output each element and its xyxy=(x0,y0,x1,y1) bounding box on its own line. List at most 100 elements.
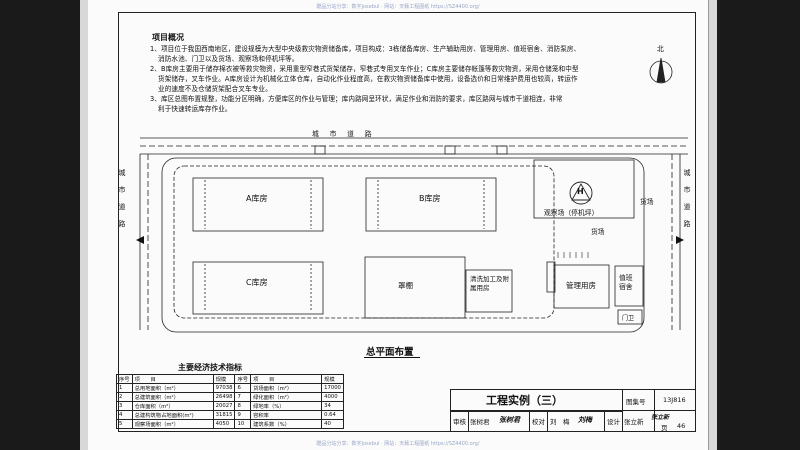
table-cell: 容积率 xyxy=(250,410,323,420)
table-cell: 40 xyxy=(321,419,344,429)
description-line: 货架储存，叉车作业。A库房设计为机械化立体仓库，自动化作业程度高，在救灾物资储备… xyxy=(158,75,578,83)
title-block: 工程实例（三） 图集号 13J816 审核 张树君 张树君 校对 刘 梅 刘梅 … xyxy=(450,389,695,432)
helipad-symbol: H xyxy=(577,187,584,196)
table-row: 5 观察场面积（m²） 4050 10 建筑系数（%） 40 xyxy=(116,419,344,429)
table-cell: 26498 xyxy=(212,392,236,402)
description-line: 利于快速转运库存作业。 xyxy=(158,105,232,113)
left-road-label: 城市道路 xyxy=(118,169,126,228)
canopy-label: 罩棚 xyxy=(398,281,413,290)
table-cell: 0.64 xyxy=(321,410,344,420)
canopy xyxy=(364,256,466,319)
gate xyxy=(314,145,326,155)
cleaning-building xyxy=(465,269,513,313)
watermark-top: 酷品分站分享：数字Josebul · 网站：天籁工程图纸 https://SZ4… xyxy=(316,4,480,10)
header-cell: 序号 xyxy=(116,374,133,384)
book-right-edge xyxy=(708,0,717,450)
table-cell: 1 xyxy=(116,383,133,393)
index-table: 序号 项 目 规模 序号 项 目 规模 1 总用地面积（m²） 97038 6 … xyxy=(116,374,344,429)
description-title: 项目概况 xyxy=(152,33,184,42)
right-road-label: 城市道路 xyxy=(683,169,691,228)
helipad-label: 观察场（停机坪） xyxy=(544,209,599,217)
header-cell: 序号 xyxy=(234,374,252,384)
table-cell: 9 xyxy=(234,410,252,420)
drawing-frame xyxy=(118,12,696,432)
table-cell: 8 xyxy=(234,401,252,411)
table-cell: 观察场面积（m²） xyxy=(131,419,214,429)
table-cell: 4 xyxy=(116,410,133,420)
plan-title-underline xyxy=(364,357,420,358)
table-row: 4 总建构筑物占地面积(m²) 31815 9 容积率 0.64 xyxy=(116,410,344,420)
warehouse-a-label: A库房 xyxy=(246,194,268,203)
site-boundary xyxy=(161,157,645,333)
table-cell: 4000 xyxy=(321,392,344,402)
management-building-label: 管理用房 xyxy=(566,281,596,290)
atlas-label: 图集号 xyxy=(626,398,646,406)
entrance-arrow-icon xyxy=(676,236,684,244)
review-label: 审核 xyxy=(453,418,466,426)
entrance-arrow-icon xyxy=(136,236,144,244)
table-row: 1 总用地面积（m²） 97038 6 货场面积（m²） 17000 xyxy=(116,383,344,393)
check-name: 刘 梅 xyxy=(550,418,570,426)
design-label: 设计 xyxy=(607,418,620,426)
header-cell: 项 目 xyxy=(131,374,214,384)
table-cell: 97038 xyxy=(212,383,236,393)
design-name: 张立新 xyxy=(624,418,644,426)
header-cell: 规模 xyxy=(212,374,236,384)
table-row: 3 仓库面积（m²） 20027 8 绿地率（%） 34 xyxy=(116,401,344,411)
site-plan-drawing xyxy=(136,57,688,333)
description-line: 消防水池、门卫以及货场、观察场和停机坪等。 xyxy=(158,55,299,63)
table-cell: 货场面积（m²） xyxy=(250,383,323,393)
table-row: 2 总建筑面积（m²） 26498 7 绿化面积（m²） 4000 xyxy=(116,392,344,402)
yard-mid-label: 货场 xyxy=(591,228,605,236)
table-cell: 总建筑面积（m²） xyxy=(131,392,214,402)
table-cell: 绿化面积（m²） xyxy=(250,392,323,402)
annex xyxy=(546,261,556,293)
drawing-sheet: 酷品分站分享：数字Josebul · 网站：天籁工程图纸 https://SZ4… xyxy=(88,0,708,450)
warehouse-b xyxy=(365,177,497,232)
title-block-main: 工程实例（三） xyxy=(451,390,623,412)
guard-house xyxy=(617,309,643,325)
description-line: 业的速度不及仓储货架配合叉车专业。 xyxy=(158,85,272,93)
plan-title: 总平面布置 xyxy=(366,347,414,358)
table-cell: 3 xyxy=(116,401,133,411)
description-line: 2、B库房主要用于储存棉衣被等救灾物资，采用重型窄巷式货架储存，窄巷式专用叉车作… xyxy=(150,65,579,73)
watermark-bottom: 酷品分站分享：数字Josebul · 网站：天籁工程图纸 https://SZ4… xyxy=(316,441,480,447)
header-cell: 项 目 xyxy=(250,374,323,384)
helipad-triangle xyxy=(571,183,591,201)
description-line: 3、库区总图布置规整，功能分区明确，方便库区的作业与管理；库内路网呈环状，满足作… xyxy=(150,95,563,103)
warehouse-b-label: B库房 xyxy=(419,194,441,203)
check-signature: 刘梅 xyxy=(578,415,592,424)
table-header-row: 序号 项 目 规模 序号 项 目 规模 xyxy=(116,374,344,384)
gate xyxy=(444,145,456,155)
table-cell: 17000 xyxy=(321,383,344,393)
page-label: 页 xyxy=(661,424,668,432)
warehouse-c xyxy=(192,261,324,315)
warehouse-c-label: C库房 xyxy=(246,278,268,287)
table-cell: 20027 xyxy=(212,401,236,411)
drawing-title: 工程实例（三） xyxy=(486,394,563,407)
helipad-area xyxy=(533,159,635,219)
warehouse-a xyxy=(192,177,324,232)
index-table-title: 主要经济技术指标 xyxy=(178,363,242,372)
compass-label: 北 xyxy=(657,45,664,53)
management-building xyxy=(553,264,610,309)
design-signature: 张立新 xyxy=(651,414,670,421)
description-line: 1、项目位于我国西南地区，建设规模为大型中央级救灾物资储备库，项目构成：3栋储备… xyxy=(150,45,581,53)
check-label: 校对 xyxy=(532,418,545,426)
review-signature: 张树君 xyxy=(499,415,520,424)
table-cell: 总用地面积（m²） xyxy=(131,383,214,393)
north-arrow-icon xyxy=(656,57,666,83)
table-cell: 2 xyxy=(116,392,133,402)
cleaning-building-label: 清洗加工及附属用房 xyxy=(470,275,509,292)
header-cell: 规模 xyxy=(321,374,344,384)
helipad-circle xyxy=(569,181,593,205)
guard-house-label: 门卫 xyxy=(622,315,635,322)
gate xyxy=(496,145,508,155)
table-cell: 6 xyxy=(234,383,252,393)
table-cell: 总建构筑物占地面积(m²) xyxy=(131,410,214,420)
duty-dorm-label: 值班宿舍 xyxy=(619,274,633,291)
table-cell: 建筑系数（%） xyxy=(250,419,323,429)
table-cell: 4050 xyxy=(212,419,236,429)
atlas-number: 13J816 xyxy=(663,396,686,404)
top-road-label: 城 市 道 路 xyxy=(312,130,374,138)
